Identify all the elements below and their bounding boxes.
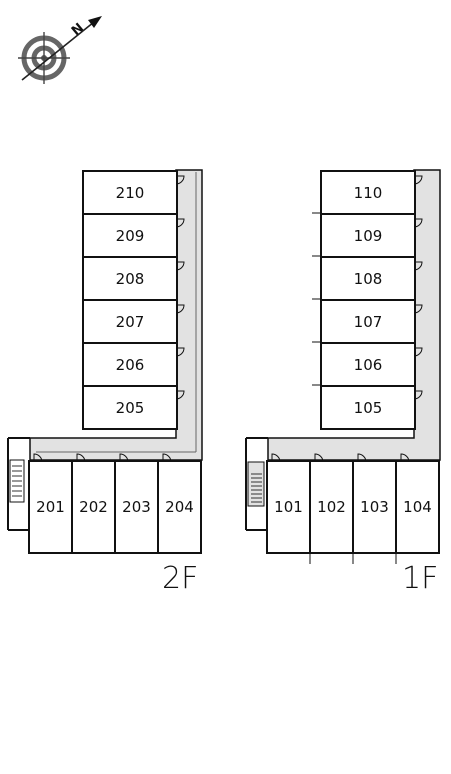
compass-rose-icon: N <box>18 16 102 84</box>
room-101: 101 <box>266 460 311 554</box>
room-102: 102 <box>309 460 354 554</box>
room-201: 201 <box>28 460 73 554</box>
room-105: 105 <box>320 385 416 430</box>
room-207: 207 <box>82 299 178 344</box>
room-110: 110 <box>320 170 416 215</box>
room-107: 107 <box>320 299 416 344</box>
room-205: 205 <box>82 385 178 430</box>
room-106: 106 <box>320 342 416 387</box>
room-103: 103 <box>352 460 397 554</box>
room-108: 108 <box>320 256 416 301</box>
room-104: 104 <box>395 460 440 554</box>
room-208: 208 <box>82 256 178 301</box>
floor-label-1f: 1F <box>402 561 439 596</box>
room-109: 109 <box>320 213 416 258</box>
room-204: 204 <box>157 460 202 554</box>
floor-label-2f: 2F <box>162 561 199 596</box>
